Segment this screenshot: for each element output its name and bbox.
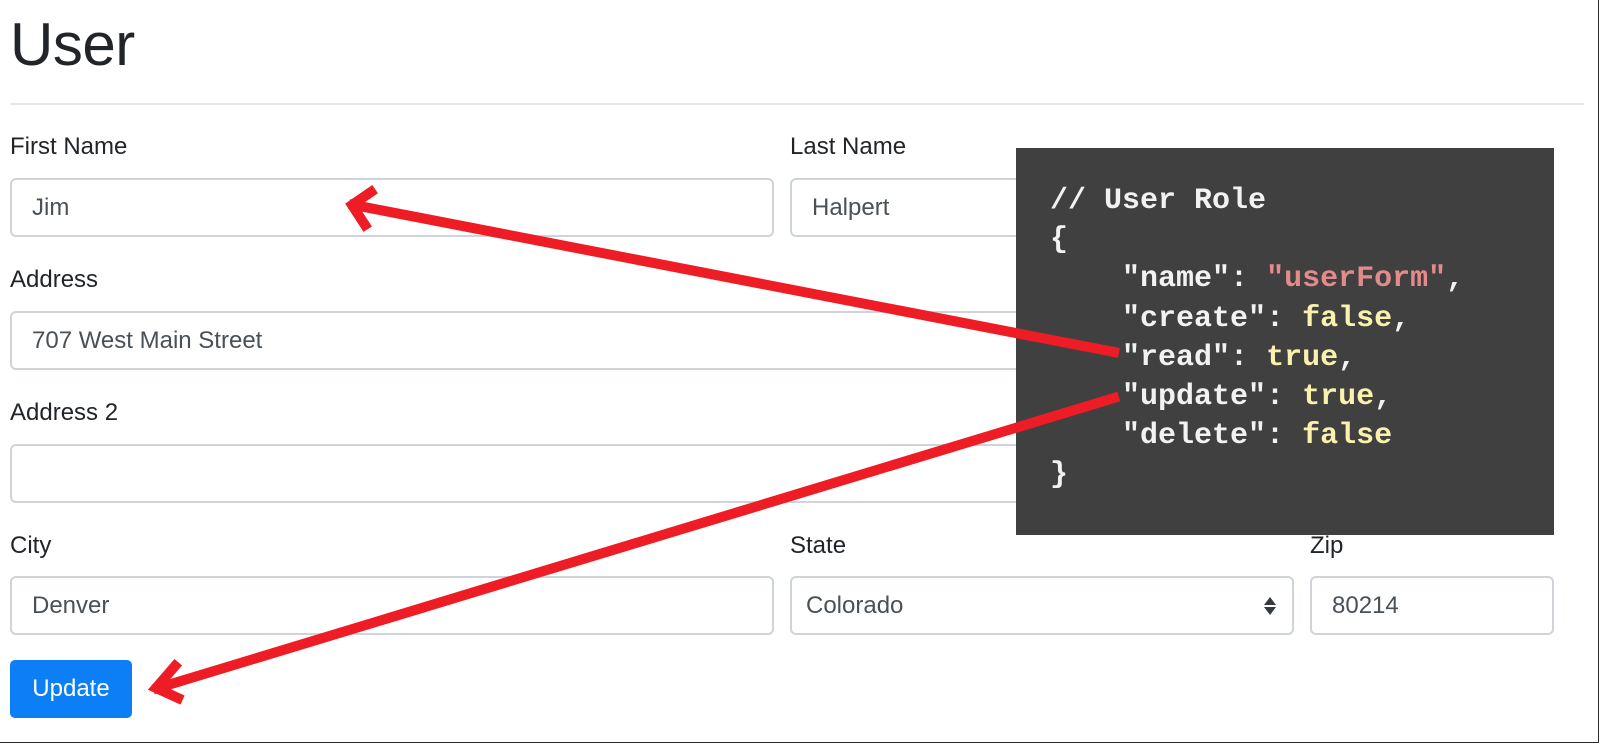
code-key-create: "create" — [1122, 301, 1267, 336]
address2-label: Address 2 — [10, 399, 119, 426]
code-comment: // User Role — [1050, 184, 1267, 218]
last-name-label: Last Name — [790, 133, 907, 160]
update-to-button-arrow — [147, 391, 1121, 705]
code-key-delete: "delete" — [1122, 419, 1267, 454]
page-title: User — [10, 11, 135, 78]
code-key-update: "update" — [1122, 380, 1267, 415]
code-key-read: "read" — [1122, 340, 1231, 375]
city-input[interactable] — [10, 576, 774, 635]
code-value-read: true — [1266, 340, 1339, 375]
select-arrows-icon — [1264, 596, 1276, 615]
code-value-delete: false — [1302, 419, 1393, 454]
header-divider — [10, 103, 1584, 105]
code-value-create: false — [1302, 301, 1393, 336]
code-value-name: "userForm" — [1266, 262, 1447, 297]
user-role-code-panel: // User Role { "name": "userForm", "crea… — [1016, 148, 1554, 535]
state-select-value: Colorado — [806, 591, 904, 619]
zip-input[interactable] — [1310, 576, 1554, 635]
first-name-label: First Name — [10, 133, 128, 160]
state-label: State — [790, 532, 847, 559]
city-label: City — [10, 532, 52, 559]
first-name-input[interactable] — [10, 178, 774, 237]
code-close-brace: } — [1050, 458, 1069, 493]
state-select[interactable]: Colorado — [790, 576, 1294, 635]
code-open-brace: { — [1050, 223, 1069, 258]
address-label: Address — [10, 266, 99, 293]
zip-label: Zip — [1310, 532, 1344, 559]
code-key-name: "name" — [1122, 262, 1231, 297]
update-button[interactable]: Update — [10, 660, 132, 718]
code-value-update: true — [1302, 380, 1375, 415]
user-role-json: // User Role { "name": "userForm", "crea… — [1050, 184, 1465, 493]
